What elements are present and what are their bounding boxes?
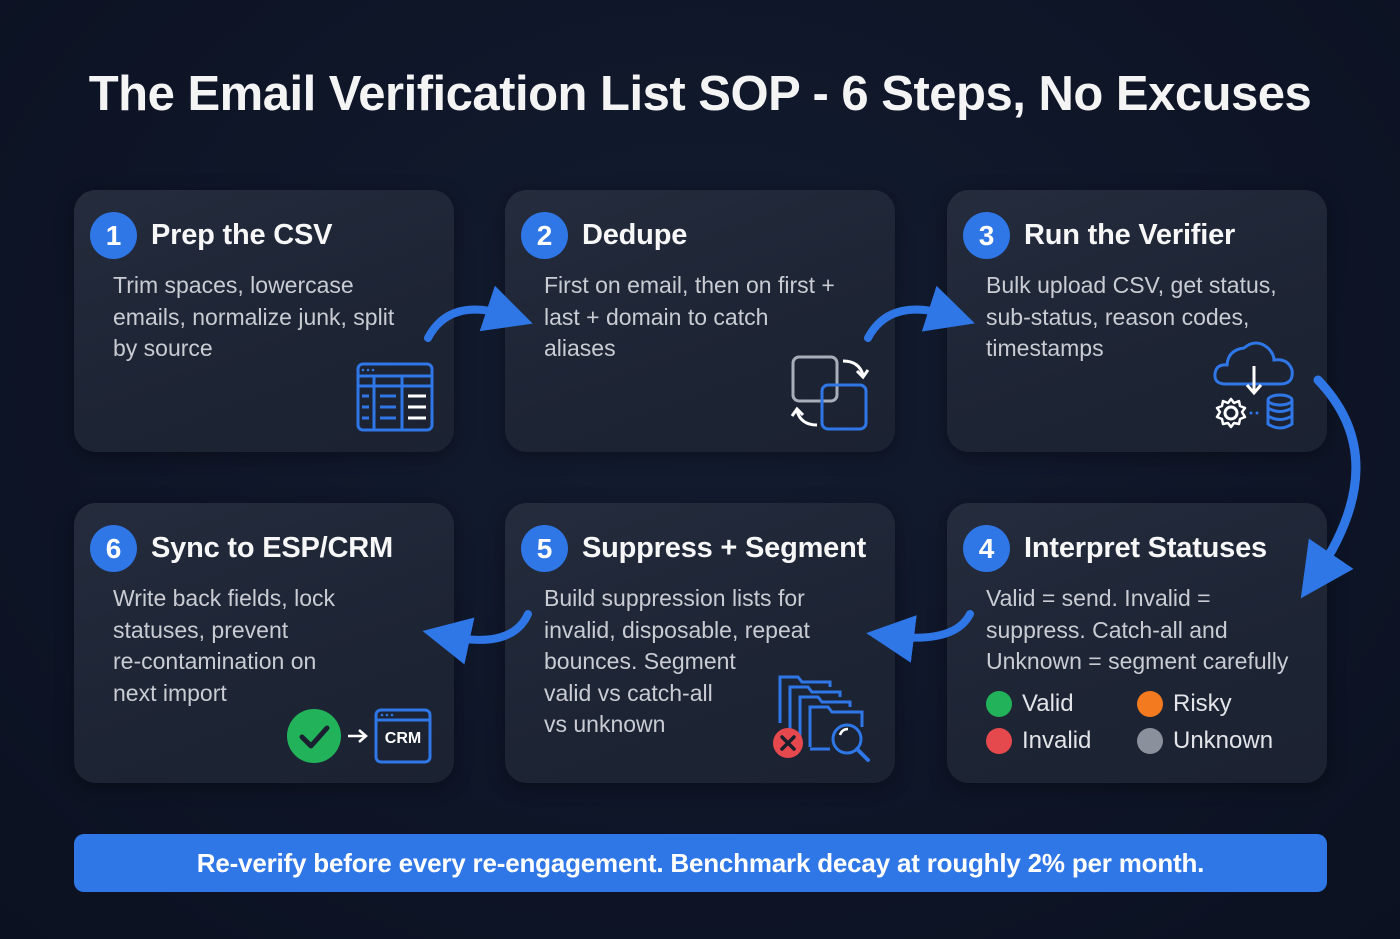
status-dot-valid (986, 691, 1012, 717)
database-icon (1266, 393, 1294, 430)
legend-label: Risky (1173, 690, 1232, 717)
description-line: Unknown = segment carefully (986, 648, 1289, 674)
legend-label: Invalid (1022, 727, 1092, 754)
description-line: Write back fields, lock (113, 585, 335, 611)
step-title: Dedupe (582, 219, 688, 251)
step-card-6: 6 Sync to ESP/CRM Write back fields, loc… (74, 503, 454, 783)
description-line: emails, normalize junk, split (113, 303, 395, 330)
step-description: First on email, then on first + last + d… (544, 270, 835, 365)
description-line: timestamps (986, 335, 1104, 361)
step-title: Run the Verifier (1024, 219, 1236, 251)
folders-search-reject-icon (773, 675, 870, 762)
step-title: Interpret Statuses (1024, 532, 1267, 564)
step-card-4: 4 Interpret Statuses Valid = send. Inval… (947, 503, 1327, 783)
check-to-crm-icon: CRM (287, 706, 433, 764)
description-line: bounces. Segment (544, 648, 736, 674)
step-card-2: 2 Dedupe First on email, then on first +… (505, 190, 895, 452)
description-line: by source (113, 335, 213, 361)
step-title: Prep the CSV (151, 219, 333, 251)
step-number-badge: 2 (521, 212, 568, 259)
description-line: Trim spaces, lowercase (113, 272, 354, 298)
status-dot-risky (1137, 691, 1163, 717)
legend-item-invalid: Invalid (986, 727, 1091, 755)
description-line: re-contamination on (113, 648, 317, 674)
description-line: sub-status, reason codes, (986, 303, 1250, 330)
description-line: next import (113, 679, 227, 706)
bottom-banner: Re-verify before every re-engagement. Be… (74, 834, 1327, 892)
description-line: vs unknown (544, 711, 666, 737)
description-line: suppress. Catch-all and (986, 616, 1228, 643)
page-title: The Email Verification List SOP - 6 Step… (88, 67, 1312, 121)
legend-item-unknown: Unknown (1137, 727, 1273, 755)
step-number-badge: 3 (963, 212, 1010, 259)
step-description: Trim spaces, lowercase emails, normalize… (113, 270, 394, 365)
step-description: Write back fields, lock statuses, preven… (113, 583, 335, 709)
step-card-3: 3 Run the Verifier Bulk upload CSV, get … (947, 190, 1327, 452)
status-dot-invalid (986, 728, 1012, 754)
description-line: aliases (544, 335, 616, 361)
step-title: Sync to ESP/CRM (151, 532, 393, 564)
magnifier-icon (831, 723, 863, 755)
legend-item-risky: Risky (1137, 690, 1232, 718)
description-line: last + domain to catch (544, 303, 769, 330)
step-number-badge: 5 (521, 525, 568, 572)
legend-label: Unknown (1173, 727, 1274, 754)
gear-icon (1215, 397, 1247, 429)
step-description: Bulk upload CSV, get status, sub-status,… (986, 270, 1277, 365)
description-line: valid vs catch-all (544, 679, 713, 706)
step-card-5: 5 Suppress + Segment Build suppression l… (505, 503, 895, 783)
legend-label: Valid (1022, 690, 1074, 717)
spreadsheet-icon (356, 362, 434, 432)
status-dot-unknown (1137, 728, 1163, 754)
step-number-badge: 1 (90, 212, 137, 259)
crm-label: CRM (384, 730, 422, 747)
step-card-1: 1 Prep the CSV Trim spaces, lowercase em… (74, 190, 454, 452)
description-line: statuses, prevent (113, 616, 289, 643)
description-line: Build suppression lists for (544, 585, 805, 611)
cloud-gear-database-icon (1213, 341, 1294, 430)
step-title: Suppress + Segment (582, 532, 867, 564)
check-circle-icon (287, 709, 341, 763)
description-line: Valid = send. Invalid = (986, 585, 1211, 611)
step-number-badge: 6 (90, 525, 137, 572)
step-number-badge: 4 (963, 525, 1010, 572)
dedupe-merge-icon (790, 355, 870, 431)
description-line: First on email, then on first + (544, 272, 835, 298)
step-description: Valid = send. Invalid = suppress. Catch-… (986, 583, 1288, 678)
legend-item-valid: Valid (986, 690, 1074, 718)
step-description: Build suppression lists for invalid, dis… (544, 583, 810, 741)
description-line: Bulk upload CSV, get status, (986, 272, 1277, 298)
description-line: invalid, disposable, repeat (544, 616, 810, 643)
